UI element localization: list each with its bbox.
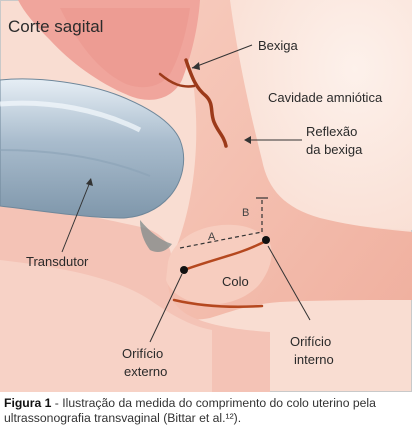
label-internal-os-1: Orifício — [290, 334, 331, 349]
label-bladder-reflection-2: da bexiga — [306, 142, 363, 157]
internal-os-pointer — [267, 245, 311, 321]
external-os-dot — [180, 266, 188, 274]
cervix-body — [166, 224, 272, 305]
posterior-fornix-line — [172, 298, 264, 308]
label-measure-a: A — [208, 231, 216, 243]
label-external-os-2: externo — [124, 364, 167, 379]
transdutor-pointer — [61, 181, 91, 253]
caption-text: - Ilustração da medida do comprimento do… — [4, 396, 376, 425]
bexiga-arrowhead — [192, 62, 200, 70]
transdutor-arrowhead — [86, 178, 93, 186]
transducer-probe — [0, 78, 185, 219]
external-os-pointer — [149, 273, 183, 343]
label-bladder: Bexiga — [258, 38, 299, 53]
label-measure-b: B — [242, 207, 249, 219]
label-amniotic-cavity: Cavidade amniótica — [268, 90, 383, 105]
amniotic-cavity-region — [222, 0, 412, 230]
sagittal-illustration: Corte sagital Bexiga Cavidade amniótica … — [0, 0, 412, 392]
transducer-highlight — [0, 100, 142, 133]
transducer-shade — [0, 149, 151, 177]
bladder-fold-line — [158, 72, 196, 88]
reflexao-arrowhead — [244, 136, 251, 144]
lower-tissue — [0, 260, 212, 392]
label-bladder-reflection-1: Reflexão — [306, 124, 357, 139]
bladder-reflection-line — [184, 58, 228, 148]
caption-label: Figura 1 — [4, 396, 52, 410]
label-transducer: Transdutor — [26, 254, 89, 269]
figure-caption: Figura 1 - Ilustração da medida do compr… — [4, 396, 408, 426]
label-external-os-1: Orifício — [122, 346, 163, 361]
cervical-canal — [182, 238, 270, 272]
bexiga-pointer — [191, 44, 253, 69]
figure-title: Corte sagital — [8, 17, 103, 36]
transducer-tip-contact — [140, 220, 172, 252]
label-cervix: Colo — [222, 274, 249, 289]
label-internal-os-2: interno — [294, 352, 334, 367]
internal-os-dot — [262, 236, 270, 244]
bladder-lumen — [60, 8, 190, 88]
